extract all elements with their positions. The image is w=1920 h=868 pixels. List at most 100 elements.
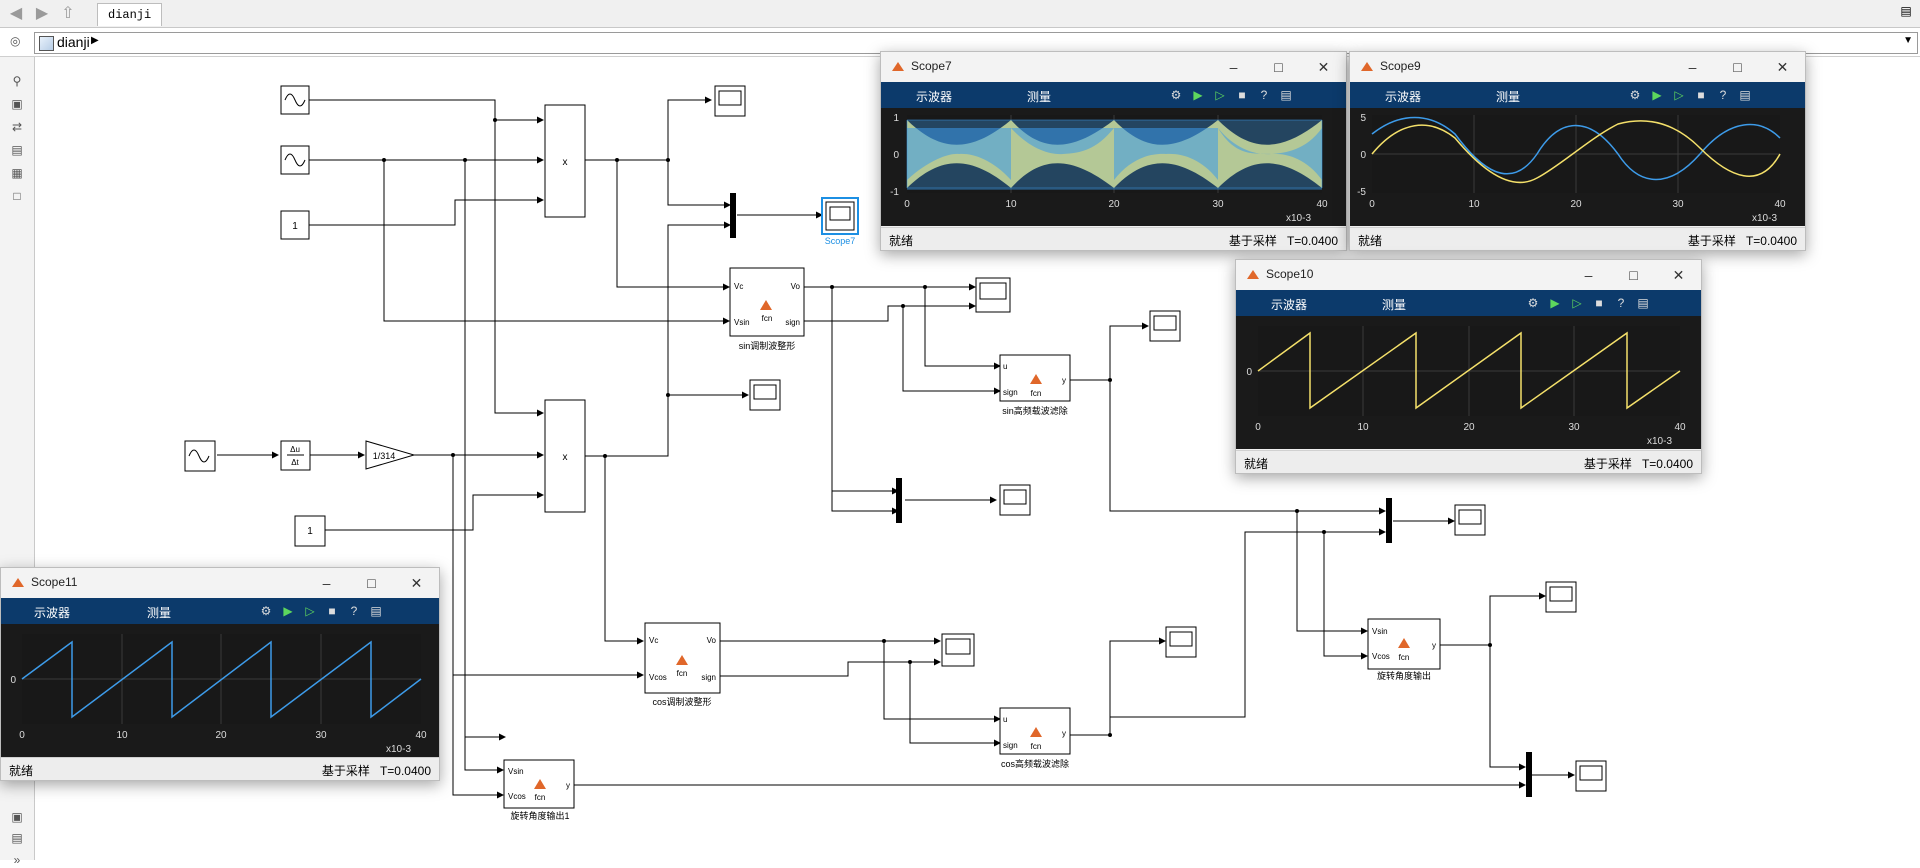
mux-bar-2[interactable] [896, 478, 902, 523]
step-forward-icon[interactable]: ▷ [1674, 88, 1684, 102]
scope-block[interactable] [999, 484, 1031, 516]
maximize-button[interactable]: □ [367, 575, 376, 591]
up-folder-icon[interactable]: ⇧ [61, 5, 75, 22]
menu-oscilloscope[interactable]: 示波器 [1271, 298, 1308, 312]
scope7-block[interactable]: Scope7 [821, 197, 859, 246]
help-icon[interactable]: ? [1719, 88, 1727, 102]
rotation-output1-block[interactable]: Vsin Vcos y fcn 旋转角度输出1 [503, 759, 575, 821]
sine-source-2[interactable] [280, 145, 310, 175]
product-block-2[interactable]: x [544, 399, 586, 513]
constant-block-2[interactable]: 1 [294, 515, 326, 547]
settings-icon[interactable]: ⚙ [1629, 88, 1641, 102]
camera-icon[interactable]: ▣ [11, 810, 23, 824]
window-titlebar[interactable]: Scope10 – □ ✕ [1236, 260, 1701, 290]
menu-oscilloscope[interactable]: 示波器 [916, 90, 953, 104]
sin-filter-block[interactable]: u sign y fcn sin高频载波滤除 [999, 354, 1071, 416]
image-icon[interactable]: ▦ [11, 166, 23, 180]
settings-icon[interactable]: ⚙ [260, 604, 272, 618]
undock-icon[interactable]: ▤ [370, 604, 382, 618]
model-tab[interactable]: dianji [97, 3, 163, 26]
arrows-icon[interactable]: ⇄ [11, 120, 23, 134]
mux-bar-4[interactable] [1526, 752, 1532, 797]
scope-block[interactable] [749, 379, 781, 411]
plot-area[interactable]: 0 0 10 20 30 40 x10-3 [1, 624, 439, 757]
sin-modulation-block[interactable]: Vc Vsin Vo sign fcn sin调制波整形 [729, 267, 805, 351]
dropdown-arrow-icon[interactable]: ▼ [1903, 35, 1913, 46]
hide-browser-icon[interactable]: ◎ [10, 34, 21, 48]
report-icon[interactable]: ▤ [11, 831, 23, 845]
undock-icon[interactable]: ▤ [1637, 296, 1649, 310]
menu-oscilloscope[interactable]: 示波器 [1385, 90, 1422, 104]
minimize-button[interactable]: – [1584, 267, 1593, 283]
window-titlebar[interactable]: Scope7 – □ ✕ [881, 52, 1346, 82]
stop-icon[interactable]: ■ [1238, 88, 1246, 102]
run-icon[interactable]: ▶ [283, 604, 293, 618]
run-icon[interactable]: ▶ [1652, 88, 1662, 102]
plot-area[interactable]: 5 0 -5 0 10 20 30 40 x10-3 [1350, 108, 1805, 226]
zoom-icon[interactable]: ⚲ [12, 74, 22, 88]
sine-source-3[interactable] [184, 440, 216, 472]
sine-source-1[interactable] [280, 85, 310, 115]
cos-filter-block[interactable]: u sign y fcn cos高频载波滤除 [999, 707, 1071, 769]
collapse-icon[interactable]: ▤ [1900, 4, 1912, 18]
menu-measure[interactable]: 测量 [1027, 90, 1052, 104]
scope-block[interactable] [714, 85, 746, 117]
annotation-icon[interactable]: ▤ [11, 143, 23, 157]
back-arrow-icon[interactable]: ◀ [9, 5, 23, 22]
close-button[interactable]: ✕ [1776, 58, 1789, 75]
help-icon[interactable]: ? [350, 604, 358, 618]
scope-block[interactable] [1149, 310, 1181, 342]
breadcrumb-model-name[interactable]: dianji [57, 34, 90, 50]
scope-block[interactable] [1165, 626, 1197, 658]
cos-modulation-block[interactable]: Vc Vcos Vo sign fcn cos调制波整形 [644, 622, 721, 707]
settings-icon[interactable]: ⚙ [1527, 296, 1539, 310]
plot-area[interactable]: 1 0 -1 0 10 20 30 40 x10-3 [881, 108, 1346, 226]
constant-block-1[interactable]: 1 [280, 210, 310, 240]
scope-block[interactable] [1545, 581, 1577, 613]
maximize-button[interactable]: □ [1629, 267, 1638, 283]
menu-measure[interactable]: 测量 [1382, 298, 1407, 312]
settings-icon[interactable]: ⚙ [1170, 88, 1182, 102]
run-icon[interactable]: ▶ [1193, 88, 1203, 102]
close-button[interactable]: ✕ [1672, 266, 1685, 283]
mux-bar-3[interactable] [1386, 498, 1392, 543]
scope-block[interactable] [941, 633, 975, 667]
menu-measure[interactable]: 测量 [147, 606, 172, 620]
close-button[interactable]: ✕ [410, 574, 423, 591]
product-block-1[interactable]: x [544, 104, 586, 218]
scope-block[interactable] [1454, 504, 1486, 536]
maximize-button[interactable]: □ [1733, 59, 1742, 75]
minimize-button[interactable]: – [1229, 59, 1238, 75]
help-icon[interactable]: ? [1617, 296, 1625, 310]
run-icon[interactable]: ▶ [1550, 296, 1560, 310]
menu-oscilloscope[interactable]: 示波器 [34, 606, 71, 620]
step-forward-icon[interactable]: ▷ [1215, 88, 1225, 102]
stop-icon[interactable]: ■ [328, 604, 336, 618]
gain-block[interactable]: 1/314 [365, 440, 416, 470]
maximize-button[interactable]: □ [1274, 59, 1283, 75]
step-forward-icon[interactable]: ▷ [305, 604, 315, 618]
expand-icon[interactable]: » [13, 853, 21, 867]
fit-to-view-icon[interactable]: ▣ [11, 97, 23, 111]
window-titlebar[interactable]: Scope9 – □ ✕ [1350, 52, 1805, 82]
rotation-output-block[interactable]: Vsin Vcos y fcn 旋转角度输出 [1367, 618, 1441, 681]
forward-arrow-icon[interactable]: ▶ [35, 5, 49, 22]
area-icon[interactable]: □ [13, 189, 21, 203]
close-button[interactable]: ✕ [1317, 58, 1330, 75]
window-titlebar[interactable]: Scope11 – □ ✕ [1, 568, 439, 598]
scope-block[interactable] [1575, 760, 1607, 792]
menu-measure[interactable]: 测量 [1496, 90, 1521, 104]
scope-block[interactable] [975, 277, 1011, 313]
help-icon[interactable]: ? [1260, 88, 1268, 102]
plot-area[interactable]: 0 0 10 20 30 40 x10-3 [1236, 316, 1701, 449]
mux-bar-1[interactable] [730, 193, 736, 238]
minimize-button[interactable]: – [1688, 59, 1697, 75]
derivative-block[interactable]: Δu Δt [280, 440, 311, 471]
undock-icon[interactable]: ▤ [1739, 88, 1751, 102]
stop-icon[interactable]: ■ [1697, 88, 1705, 102]
undock-icon[interactable]: ▤ [1280, 88, 1292, 102]
breadcrumb-caret-icon[interactable]: ▶ [91, 35, 99, 46]
stop-icon[interactable]: ■ [1595, 296, 1603, 310]
minimize-button[interactable]: – [322, 575, 331, 591]
step-forward-icon[interactable]: ▷ [1572, 296, 1582, 310]
